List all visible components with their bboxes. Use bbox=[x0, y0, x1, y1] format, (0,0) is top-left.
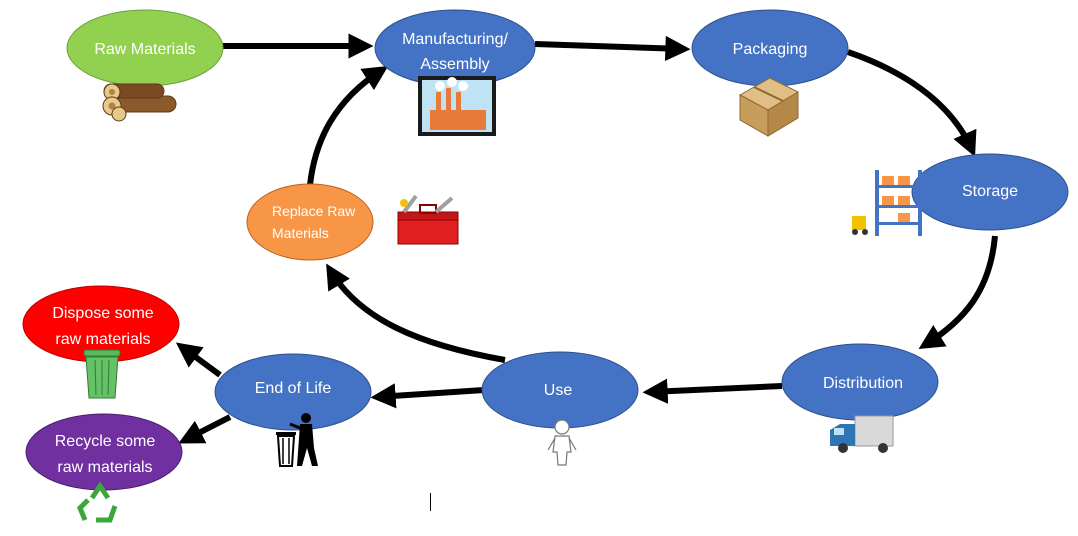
node-shape bbox=[246, 183, 374, 261]
node-label: End of Life bbox=[255, 380, 332, 397]
node-label: Storage bbox=[962, 183, 1018, 200]
node-label: Packaging bbox=[733, 41, 808, 58]
node-packaging: Packaging bbox=[691, 9, 849, 87]
node-label-line1: Manufacturing/ bbox=[402, 31, 508, 48]
node-storage: Storage bbox=[911, 153, 1069, 231]
node-shape bbox=[25, 413, 183, 491]
arrow-manufacturing-to-packaging bbox=[534, 35, 691, 61]
recycle-icon bbox=[77, 481, 118, 523]
node-label-line1: Replace Raw bbox=[272, 203, 356, 219]
node-label-line1: Dispose some bbox=[52, 305, 153, 322]
arrow-end-of-life-to-recycle bbox=[178, 414, 232, 444]
node-distribution: Distribution bbox=[781, 343, 939, 421]
node-replace-raw-materials: Replace Raw Materials bbox=[246, 183, 374, 261]
logs-icon bbox=[102, 83, 177, 122]
node-label-line2: raw materials bbox=[55, 331, 150, 348]
truck-icon bbox=[830, 415, 894, 453]
text-cursor bbox=[430, 493, 431, 511]
node-label-line2: Assembly bbox=[420, 56, 489, 73]
arrow-end-of-life-to-dispose bbox=[175, 342, 222, 378]
node-label: Use bbox=[544, 382, 573, 399]
node-manufacturing: Manufacturing/ Assembly bbox=[374, 9, 536, 87]
green-bin-icon bbox=[83, 349, 121, 399]
node-shape bbox=[214, 353, 372, 431]
warehouse-icon bbox=[852, 170, 922, 236]
node-shape bbox=[911, 153, 1069, 231]
node-recycle: Recycle some raw materials bbox=[25, 413, 183, 491]
node-shape bbox=[374, 9, 536, 87]
node-label-line2: Materials bbox=[272, 225, 329, 241]
node-end-of-life: End of Life bbox=[214, 353, 372, 431]
node-label: Raw Materials bbox=[94, 41, 195, 58]
toolbox-icon bbox=[397, 194, 459, 245]
person-icon bbox=[547, 419, 577, 466]
factory-icon bbox=[418, 76, 496, 136]
arrow-use-to-replace bbox=[326, 263, 506, 363]
node-dispose: Dispose some raw materials bbox=[22, 285, 180, 363]
node-label-line1: Recycle some bbox=[55, 433, 156, 450]
arrow-use-to-end-of-life bbox=[370, 383, 485, 409]
node-label-line2: raw materials bbox=[57, 459, 152, 476]
node-label: Distribution bbox=[823, 375, 903, 392]
arrow-storage-to-distribution bbox=[918, 235, 998, 350]
trash-bin-icon bbox=[276, 413, 318, 467]
flow-arrows bbox=[175, 33, 998, 444]
arrow-replace-to-manufacturing bbox=[307, 65, 389, 186]
arrow-packaging-to-storage bbox=[847, 49, 977, 157]
node-use: Use bbox=[481, 351, 639, 429]
box-icon bbox=[738, 77, 800, 137]
node-raw-materials: Raw Materials bbox=[66, 9, 224, 87]
arrow-distribution-to-use bbox=[642, 378, 783, 404]
